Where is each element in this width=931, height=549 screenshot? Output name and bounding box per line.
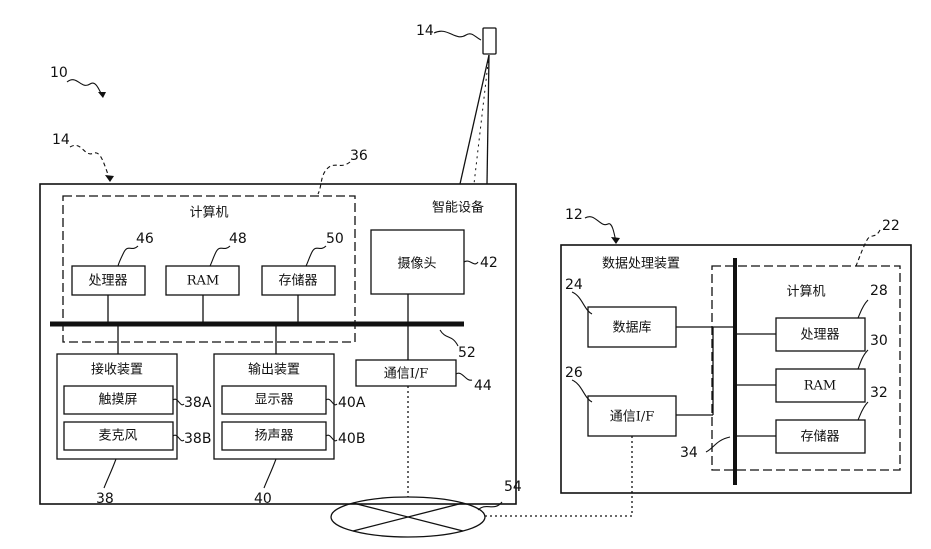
comm-if-dp-label: 通信I/F	[610, 411, 655, 424]
ref-display: 40A	[338, 396, 365, 410]
ref-database: 24	[565, 278, 583, 292]
ref-ram-sd: 48	[229, 232, 247, 246]
processor-sd-label: 处理器	[88, 275, 127, 288]
storage-sd-label: 存储器	[278, 275, 317, 288]
ref-ram-dp: 30	[870, 334, 888, 348]
data-processor-title: 数据处理装置	[602, 258, 680, 271]
smart-device-title: 智能设备	[432, 202, 484, 215]
ref-storage-sd: 50	[326, 232, 344, 246]
ref-network: 54	[504, 480, 522, 494]
ref-processor-sd: 46	[136, 232, 154, 246]
computer-sd-title: 计算机	[189, 207, 228, 220]
receiver-title: 接收装置	[91, 364, 143, 377]
smart-device-box	[40, 184, 516, 504]
display-label: 显示器	[254, 394, 293, 407]
microphone-label: 麦克风	[98, 430, 137, 443]
camera-label: 摄像头	[397, 258, 436, 271]
ref-data-processor: 12	[565, 208, 583, 222]
ref-system: 10	[50, 66, 68, 80]
ref-smart-device: 14	[52, 133, 70, 147]
comm-if-sd-label: 通信I/F	[384, 368, 429, 381]
ref-comm-if-sd: 44	[474, 379, 492, 393]
storage-dp-label: 存储器	[800, 431, 839, 444]
processor-dp-label: 处理器	[800, 329, 839, 342]
ref-output: 40	[254, 492, 272, 506]
ref-touchscreen: 38A	[184, 396, 211, 410]
database-label: 数据库	[612, 322, 651, 335]
ref-computer-sd: 36	[350, 149, 368, 163]
speaker-label: 扬声器	[254, 430, 293, 443]
sensor-device	[483, 28, 496, 54]
ref-microphone: 38B	[184, 432, 211, 446]
ram-dp-label: RAM	[804, 380, 837, 393]
touchscreen-label: 触摸屏	[98, 394, 137, 407]
computer-dp-title: 计算机	[786, 286, 825, 299]
ref-bus-sd: 52	[458, 346, 476, 360]
ref-speaker: 40B	[338, 432, 365, 446]
output-title: 输出装置	[248, 364, 300, 377]
ref-computer-dp: 22	[882, 219, 900, 233]
ram-sd-label: RAM	[187, 275, 220, 288]
ref-camera: 42	[480, 256, 498, 270]
ref-sensor: 14	[416, 24, 434, 38]
ref-bus-dp: 34	[680, 446, 698, 460]
ref-processor-dp: 28	[870, 284, 888, 298]
ref-comm-if-dp: 26	[565, 366, 583, 380]
ref-receiver: 38	[96, 492, 114, 506]
ref-storage-dp: 32	[870, 386, 888, 400]
